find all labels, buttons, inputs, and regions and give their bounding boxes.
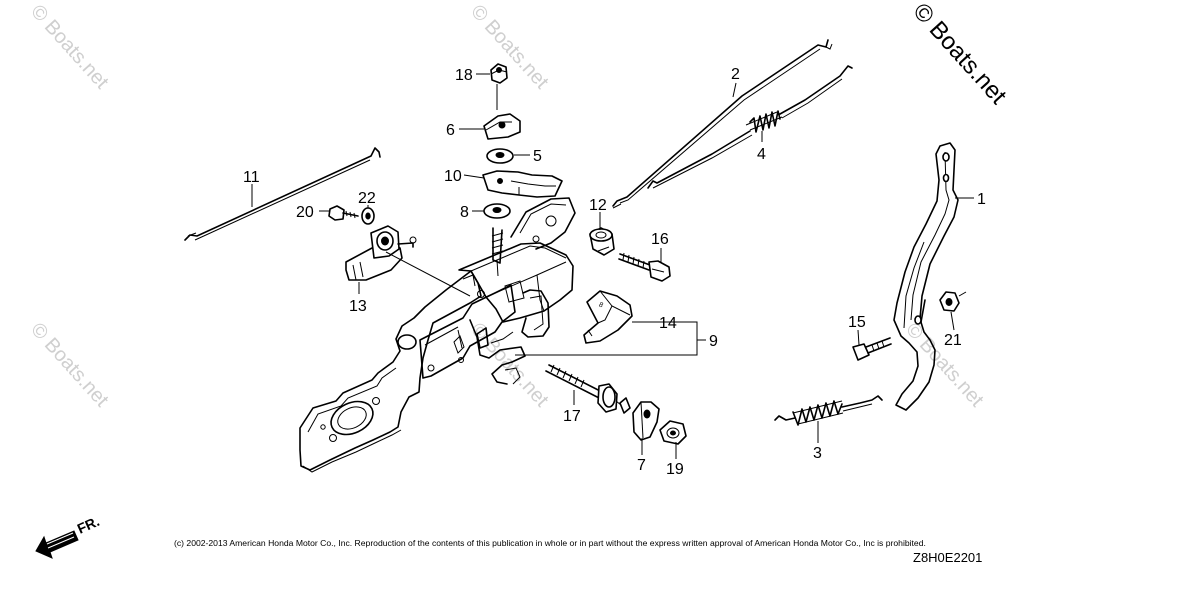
part-14-cable-clip: 8 (583, 290, 633, 344)
callout-7: 7 (637, 457, 646, 474)
callout-10: 10 (444, 168, 462, 185)
part-13-choke-holder (345, 225, 471, 297)
callout-2: 2 (731, 66, 740, 83)
part-8-spring-washer (483, 203, 511, 219)
callout-18: 18 (455, 67, 473, 84)
part-2-governor-rod (612, 39, 833, 209)
front-direction-indicator: FR. (35, 513, 102, 559)
callout-leaders (251, 73, 974, 459)
part-6-plate (483, 113, 521, 140)
callout-11: 11 (243, 169, 260, 186)
watermark-faint-3: © Boats.net (26, 319, 113, 412)
watermark-faint-1: © Boats.net (26, 1, 113, 94)
callout-16: 16 (651, 231, 669, 248)
diagram-code: Z8H0E2201 (913, 550, 983, 565)
part-5-washer (486, 148, 514, 164)
part-7-lever-plate (632, 401, 660, 441)
callout-21: 21 (944, 332, 962, 349)
front-direction-label: FR. (75, 513, 102, 537)
part-14-stamp: 8 (597, 301, 604, 309)
part-12-collar (589, 227, 615, 256)
callout-9: 9 (709, 333, 718, 350)
part-16-bolt (618, 252, 671, 282)
watermark-main: © Boats.net (908, 0, 1012, 110)
control-base-bracket (299, 197, 576, 473)
part-20-screw (328, 205, 359, 221)
callout-12: 12 (589, 197, 607, 214)
callout-1: 1 (977, 191, 986, 208)
part-21-nut (939, 291, 967, 312)
part-15-bolt (852, 337, 892, 361)
callout-3: 3 (813, 445, 822, 462)
callout-14: 14 (659, 315, 677, 332)
callout-22: 22 (358, 190, 376, 207)
callout-6: 6 (446, 122, 455, 139)
callout-8: 8 (460, 204, 469, 221)
callout-4: 4 (757, 146, 766, 163)
part-18-flange-nut (490, 63, 508, 110)
watermark-faint-2: © Boats.net (466, 1, 553, 94)
callout-labels: 18 6 5 10 8 11 20 22 13 2 4 12 16 14 9 1… (243, 66, 986, 478)
part-1-control-lever (893, 142, 959, 411)
part-11-choke-rod (184, 147, 381, 241)
callout-13: 13 (349, 298, 367, 315)
part-22-washer (361, 207, 375, 225)
callout-17: 17 (563, 408, 581, 425)
part-17-pivot-bolt (545, 364, 631, 414)
callout-5: 5 (533, 148, 542, 165)
part-19-nut (659, 420, 687, 445)
callout-19: 19 (666, 461, 684, 478)
callout-15: 15 (848, 314, 866, 331)
part-3-return-spring (774, 395, 883, 426)
part-10-throttle-arm (482, 170, 563, 198)
part-4-governor-spring (647, 65, 853, 189)
copyright-notice: (c) 2002-2013 American Honda Motor Co., … (174, 538, 926, 548)
callout-20: 20 (296, 204, 314, 221)
